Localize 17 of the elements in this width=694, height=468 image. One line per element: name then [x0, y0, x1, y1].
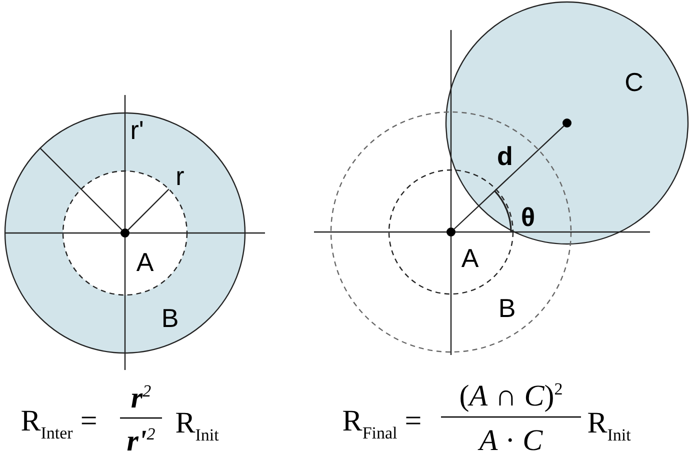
radius-label: r' [130, 117, 144, 143]
formula-numerator: r$^{2}$ [130, 382, 152, 414]
formula-denominator: r'$^{2}$ [126, 426, 156, 456]
region-label: B [498, 295, 516, 321]
point-label: A [136, 249, 154, 275]
angle-label: θ [520, 204, 536, 230]
formula-term: R$_{Init}$ [175, 408, 219, 444]
region-label: C [624, 69, 644, 95]
formula-term: R$_{Inter}$ = [20, 406, 98, 442]
distance-label: d [497, 143, 513, 169]
region-label: B [161, 305, 179, 331]
formula-term: R$_{Final}$ = [342, 406, 422, 442]
formula-term: R$_{Init}$ [587, 408, 631, 444]
formula-denominator: A · C [479, 426, 543, 456]
point-label: A [461, 245, 479, 271]
radius-label: r [176, 163, 184, 189]
formula-numerator: (A ∩ C)$^{2}$ [459, 380, 563, 412]
